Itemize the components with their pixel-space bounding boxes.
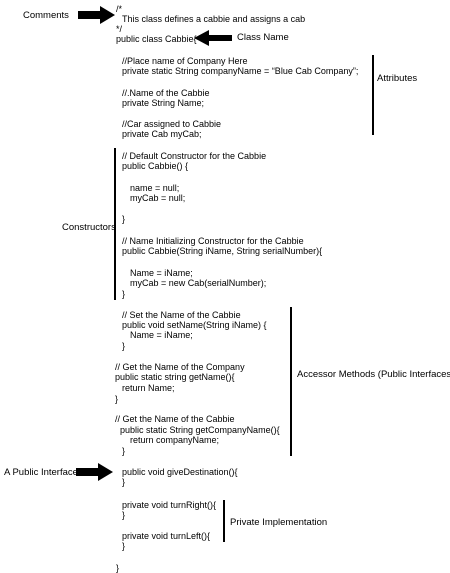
class-name-label: Class Name [237,32,289,43]
code-line: // Get the Name of the Company [115,362,245,372]
attributes-bracket [372,55,374,135]
code-line: */ [116,24,123,34]
code-line: return companyName; [130,435,220,445]
code-line: myCab = new Cab(serialNumber); [130,278,267,288]
code-line: Name = iName; [130,330,193,340]
code-line: } [116,563,120,573]
constructors-label: Constructors [62,222,116,233]
code-line: private String Name; [122,98,205,108]
code-line: //.Name of the Cabbie [122,88,210,98]
code-line: } [122,541,126,551]
code-line: public class Cabbie{ [116,34,197,44]
code-line: Name = iName; [130,268,193,278]
code-line: public static String getCompanyName(){ [120,425,280,435]
comments-arrow-icon [78,6,115,24]
code-line: This class defines a cabbie and assigns … [122,14,306,24]
code-line: } [122,341,126,351]
private-implementation-bracket [223,500,225,542]
code-line: return Name; [122,383,175,393]
class-name-arrow-icon [194,30,232,46]
code-line: } [115,394,119,404]
code-line: name = null; [130,183,180,193]
public-interface-arrow-icon [76,463,113,481]
code-line: public void giveDestination(){ [122,467,238,477]
constructors-bracket [114,148,116,300]
code-line: public static string getName(){ [115,372,235,382]
code-line: /* [116,4,123,14]
code-line: private void turnRight(){ [122,500,217,510]
code-line: private void turnLeft(){ [122,531,211,541]
code-line: //Place name of Company Here [122,56,248,66]
code-line: public Cabbie() { [122,161,189,171]
comments-label: Comments [23,10,69,21]
code-line: private static String companyName = “Blu… [122,66,359,76]
code-line: } [122,289,126,299]
code-line: public Cabbie(String iName, String seria… [122,246,323,256]
code-line: // Name Initializing Constructor for the… [122,236,304,246]
attributes-label: Attributes [377,73,418,84]
code-line: // Set the Name of the Cabbie [122,310,241,320]
accessors-label: Accessor Methods (Public Interfaces) [297,369,450,380]
code-line: public void setName(String iName) { [122,320,267,330]
accessors-bracket [290,307,292,456]
code-line: // Default Constructor for the Cabbie [122,151,267,161]
code-line: // Get the Name of the Cabbie [115,414,235,424]
code-line: } [122,477,126,487]
public-interface-label: A Public Interface [4,467,78,478]
code-line: } [122,446,126,456]
code-line: //Car assigned to Cabbie [122,119,222,129]
private-implementation-label: Private Implementation [230,517,328,528]
code-line: } [122,510,126,520]
code-line: } [122,214,126,224]
code-line: myCab = null; [130,193,186,203]
code-line: private Cab myCab; [122,129,202,139]
